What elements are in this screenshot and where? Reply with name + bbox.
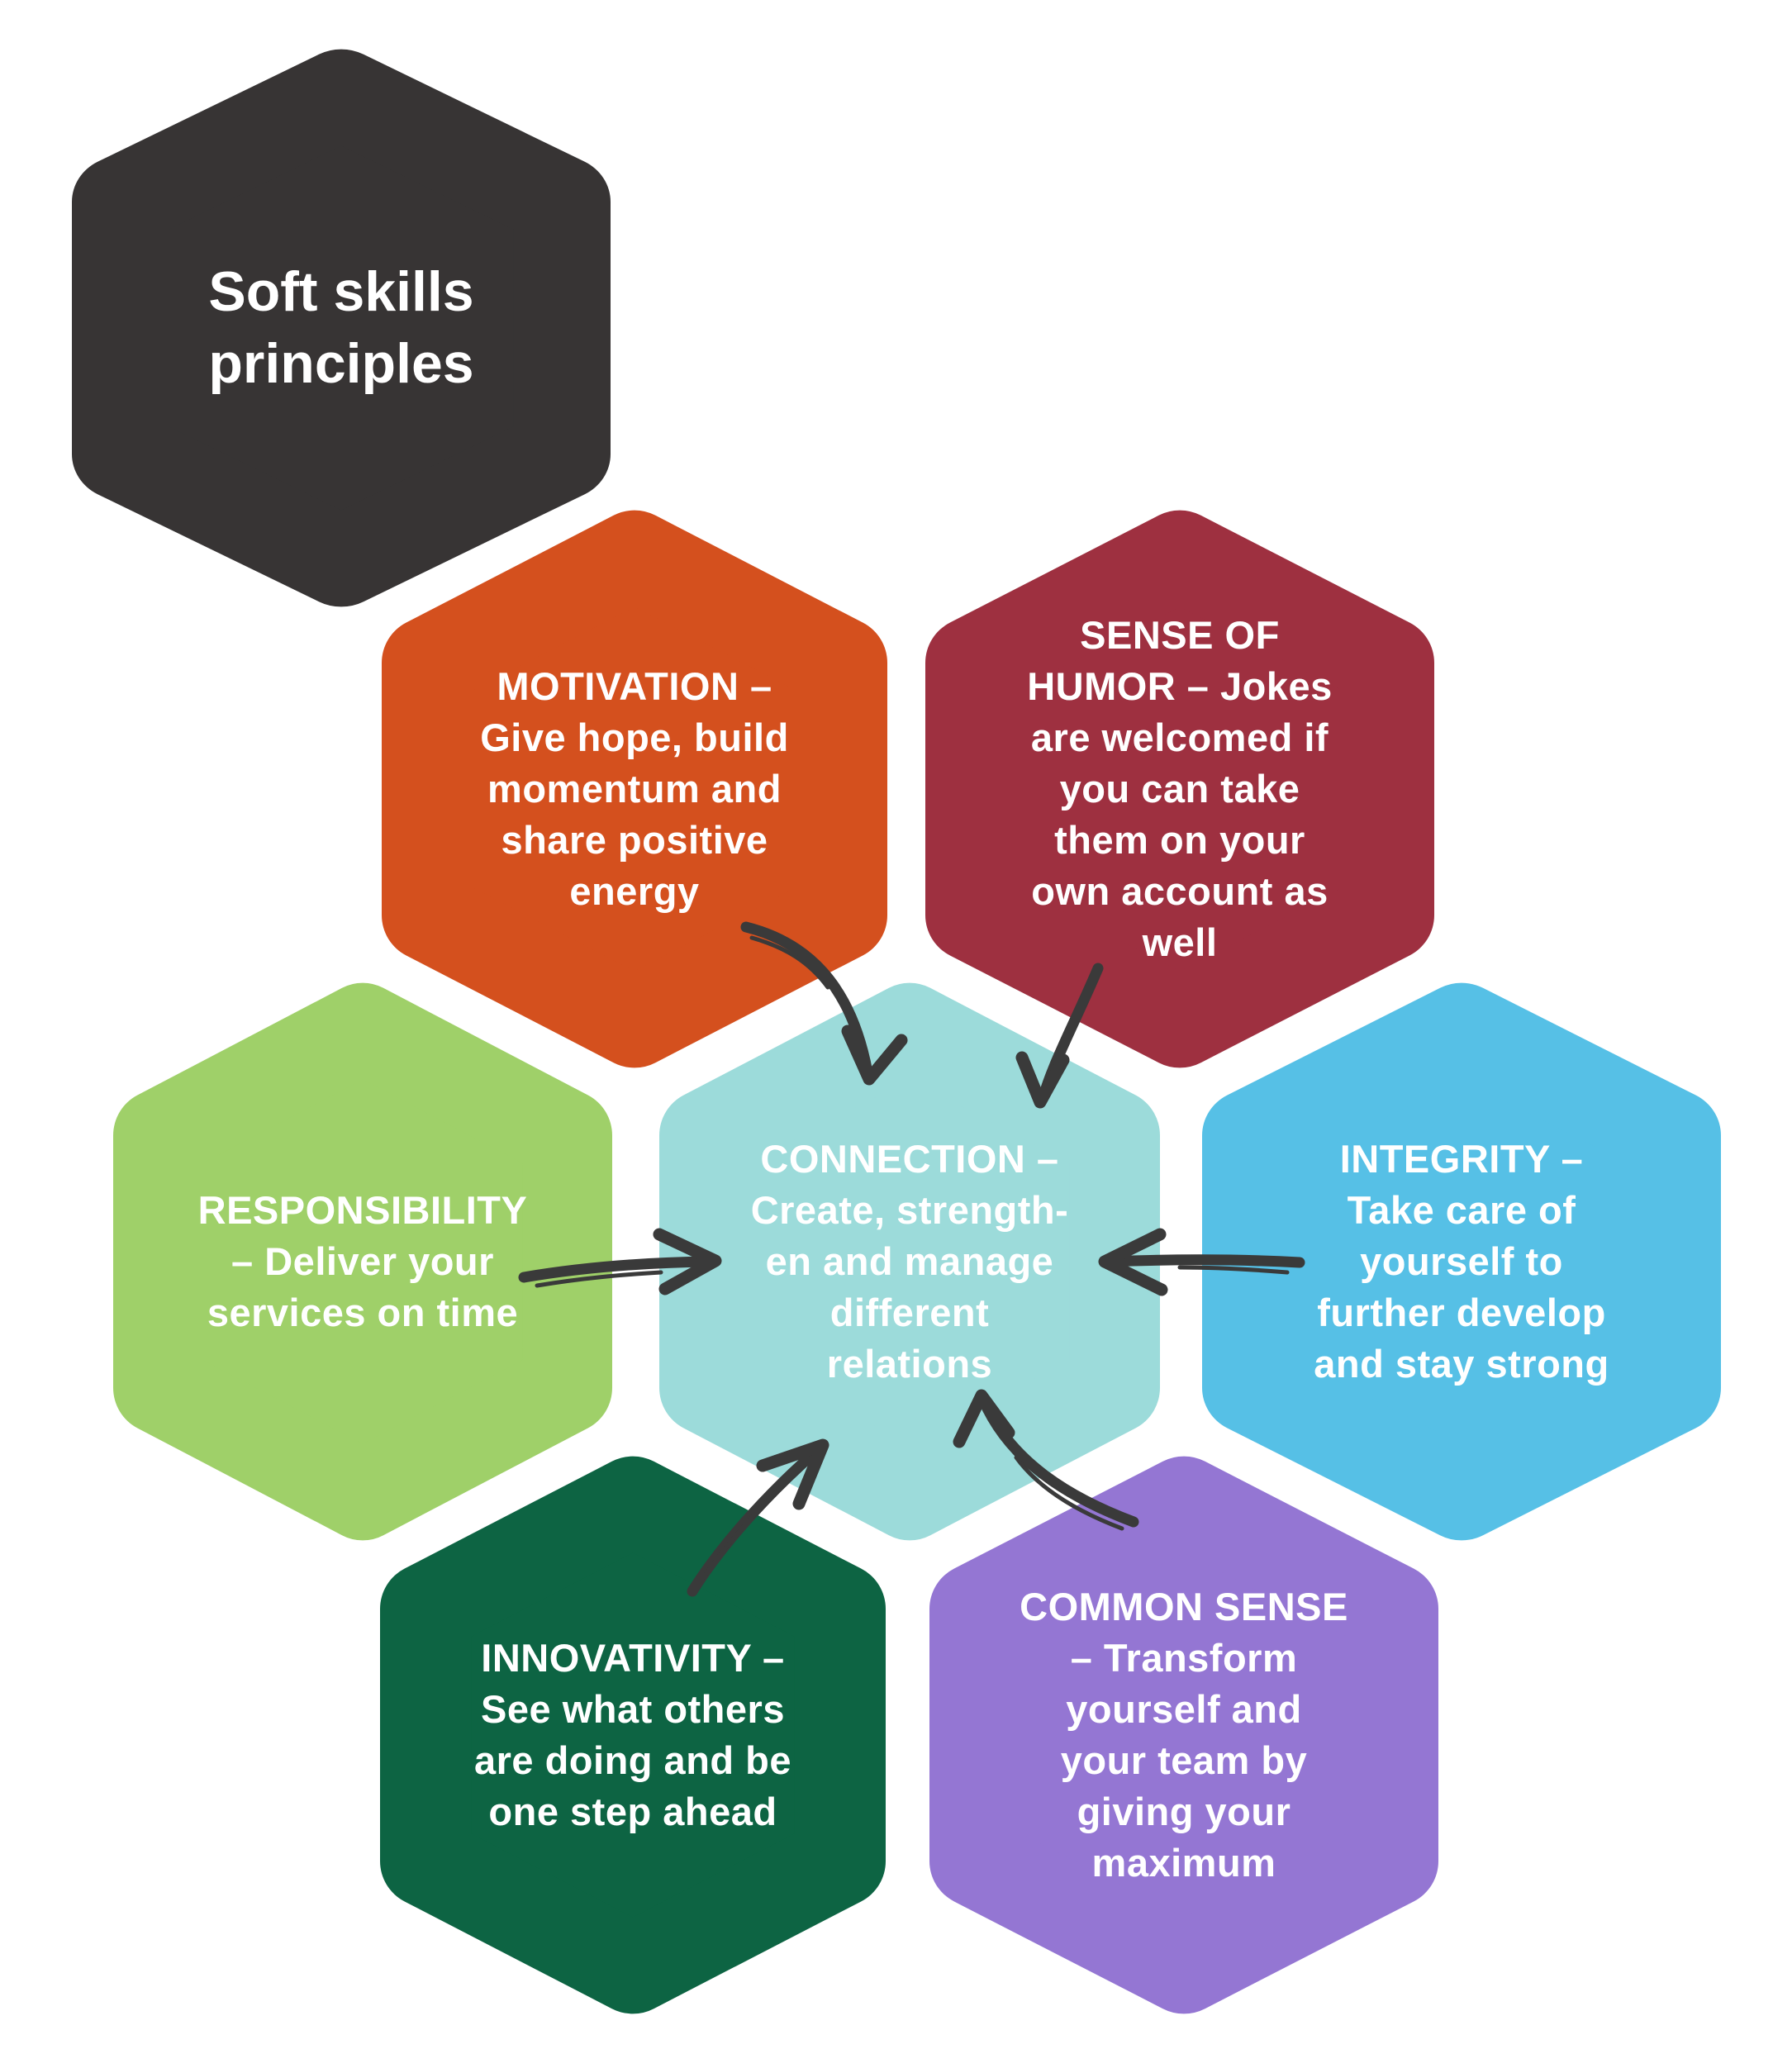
hex-responsibility: RESPONSIBILITY – Deliver your services o… — [113, 977, 612, 1547]
hexagon-shape — [929, 1456, 1438, 2014]
hex-sense-of-humor: SENSE OF HUMOR – Jokes are welcomed if y… — [925, 504, 1434, 1074]
hex-responsibility-label: RESPONSIBILITY – Deliver your services o… — [197, 1187, 528, 1335]
hexagon-shape — [1202, 982, 1721, 1541]
hex-connection: CONNECTION – Create, strength- en and ma… — [659, 977, 1160, 1547]
hexagon-shape — [659, 982, 1160, 1541]
hexagon-shape — [380, 1456, 886, 2014]
hex-motivation: MOTIVATION – Give hope, build momentum a… — [382, 504, 887, 1074]
hex-innovativity-label: INNOVATIVITY – See what others are doing… — [473, 1635, 792, 1834]
hex-integrity-label: INTEGRITY – Take care of yourself to fur… — [1314, 1136, 1609, 1386]
hex-connection-label: CONNECTION – Create, strength- en and ma… — [750, 1136, 1069, 1386]
hex-common-sense: COMMON SENSE – Transform yourself and yo… — [929, 1450, 1438, 2020]
hex-title-label: Soft skills principles — [208, 259, 474, 395]
hexagon-shape — [382, 510, 887, 1068]
hex-innovativity: INNOVATIVITY – See what others are doing… — [380, 1450, 886, 2020]
hex-integrity: INTEGRITY – Take care of yourself to fur… — [1202, 977, 1721, 1547]
hex-title: Soft skills principles — [72, 43, 611, 613]
hex-sense-of-humor-label: SENSE OF HUMOR – Jokes are welcomed if y… — [1027, 612, 1333, 965]
hex-common-sense-label: COMMON SENSE – Transform yourself and yo… — [1020, 1584, 1348, 1885]
hexagon-shape — [925, 510, 1434, 1068]
hex-motivation-label: MOTIVATION – Give hope, build momentum a… — [480, 663, 789, 914]
hexagon-shape — [72, 49, 611, 607]
hexagon-shape — [113, 982, 612, 1541]
